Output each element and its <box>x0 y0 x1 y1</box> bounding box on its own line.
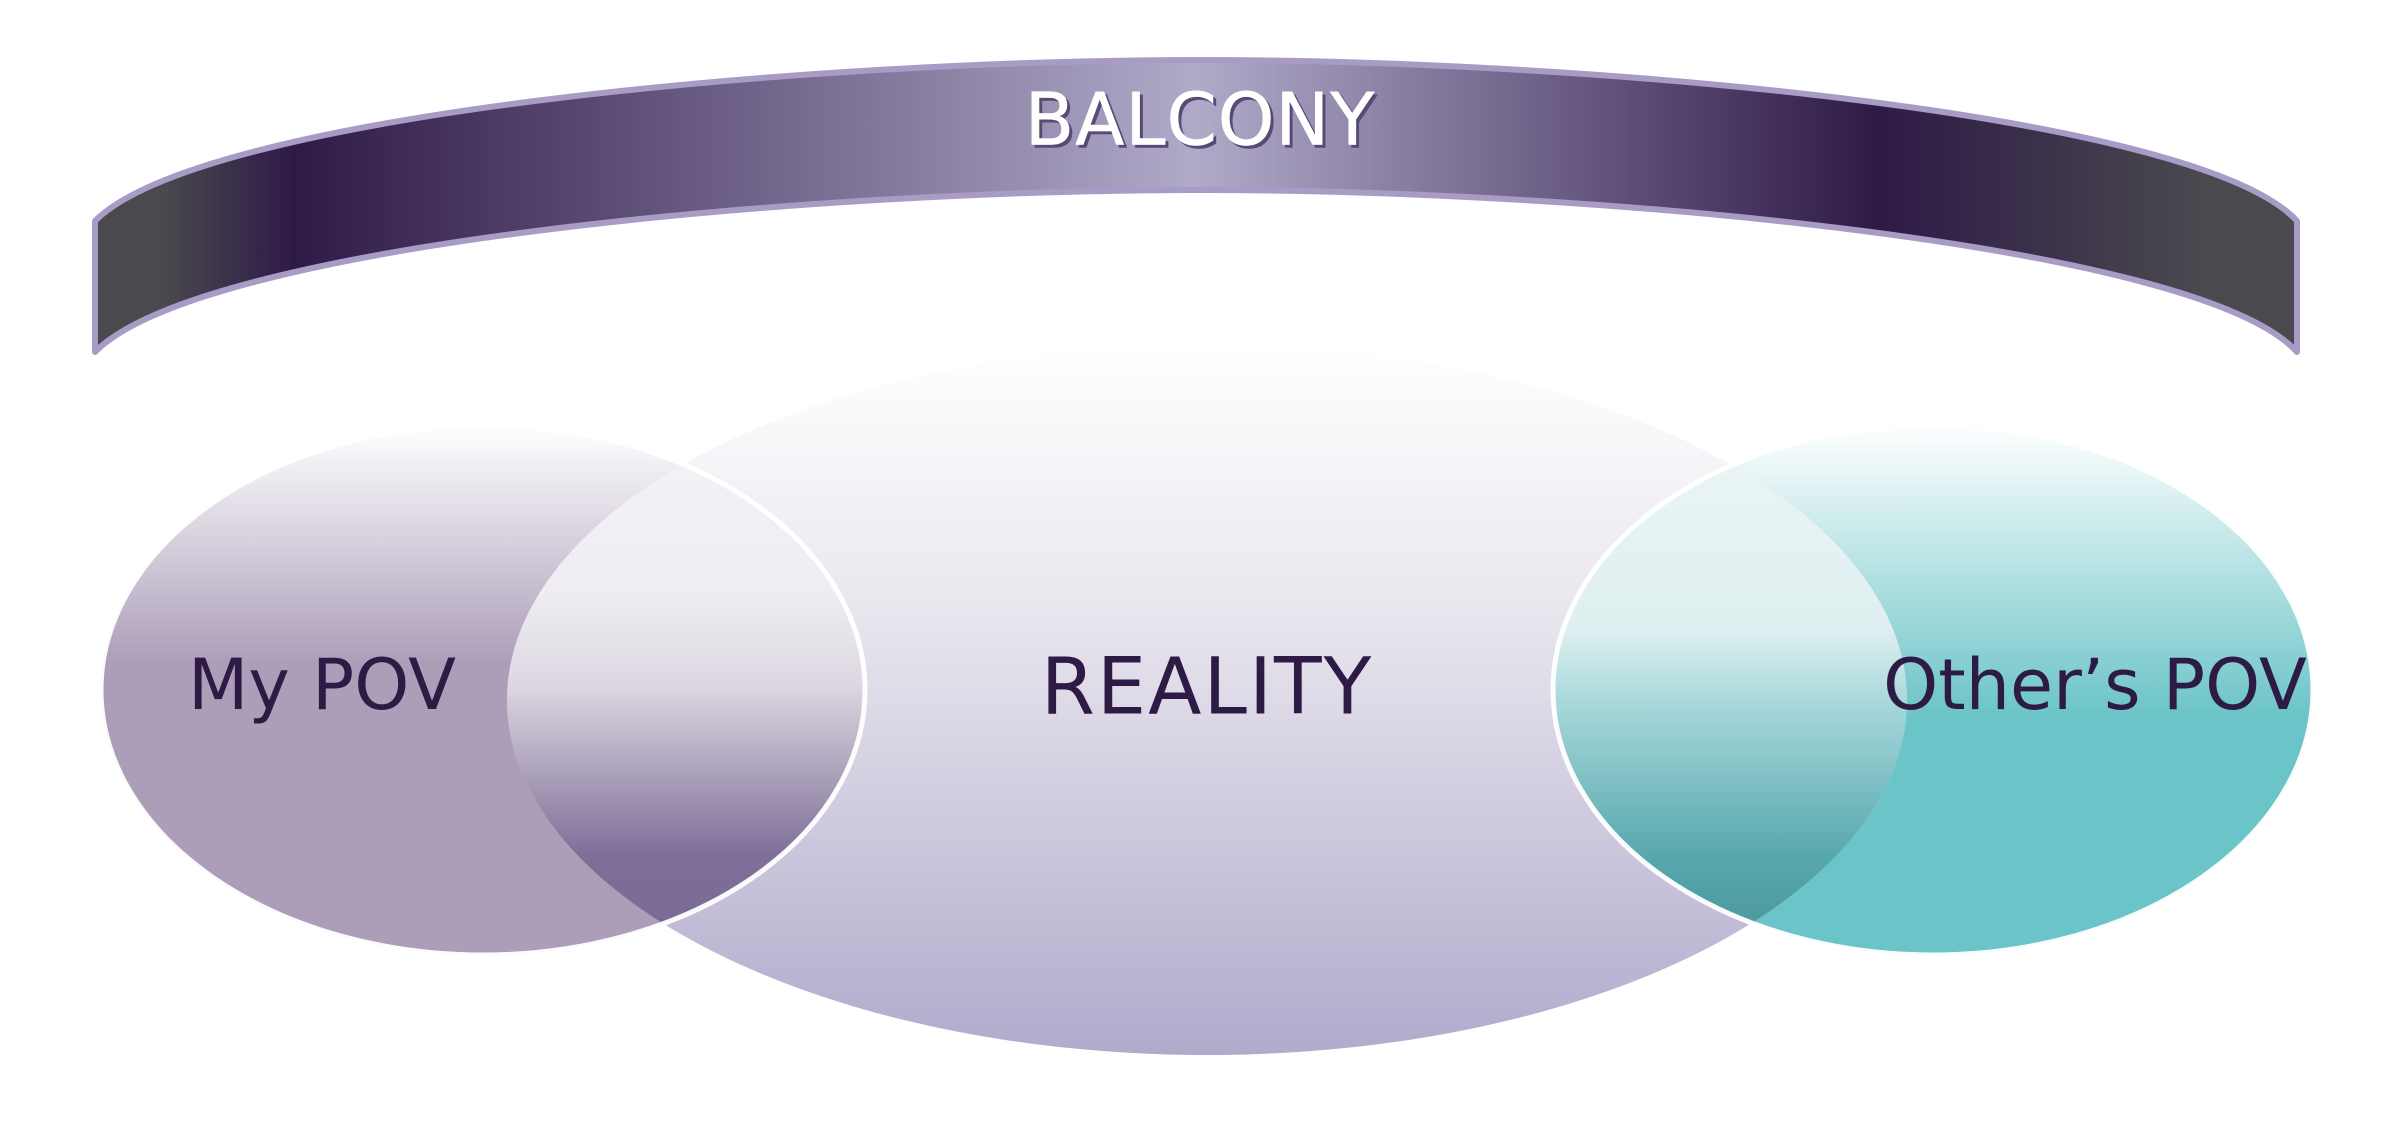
my-pov-label: My POV <box>188 644 456 726</box>
reality-ellipse <box>507 345 1907 1055</box>
balcony-shape <box>92 57 2300 355</box>
reality-label: REALITY <box>1041 642 1374 732</box>
others-pov-outline <box>1550 422 2316 958</box>
my-pov-outline <box>98 422 868 958</box>
others-pov-label: Other’s POV <box>1883 644 2307 726</box>
balcony-band: BALCONY <box>92 57 2300 355</box>
balcony-label: BALCONY <box>1025 78 1376 162</box>
